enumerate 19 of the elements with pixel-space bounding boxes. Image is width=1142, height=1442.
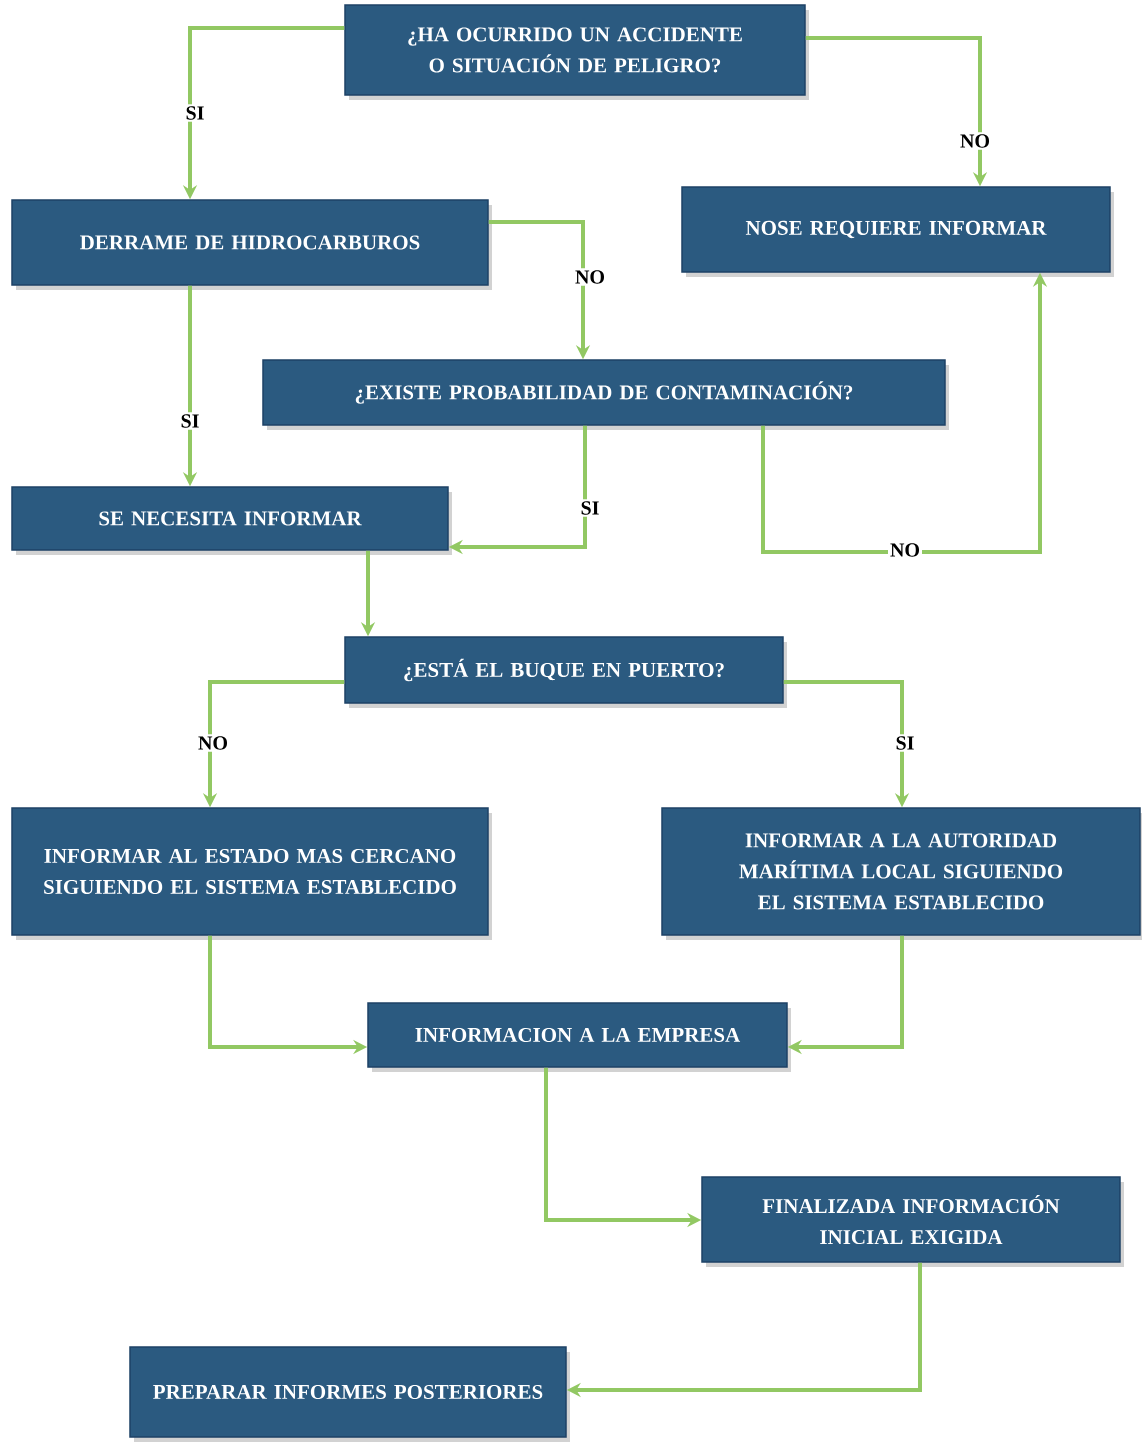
edge-label: SI xyxy=(893,734,917,752)
flowchart-box: PREPARAR INFORMES POSTERIORES xyxy=(129,1346,570,1442)
flowchart-box: ¿EXISTE PROBABILIDAD DE CONTAMINACIÓN? xyxy=(262,359,949,430)
edge-label: NO xyxy=(196,734,230,752)
flowchart-box: INFORMAR AL ESTADO MAS CERCANO SIGUIENDO EL SISTEMA ESTABLECIDO xyxy=(11,807,492,940)
flowchart-box: INFORMAR A LA AUTORIDAD MARÍTIMA LOCAL SIGUIENDO EL SISTEMA ESTABLECIDO xyxy=(661,807,1142,940)
edge-label: NO xyxy=(573,268,607,286)
flowchart-box: ¿HA OCURRIDO UN ACCIDENTE O SITUACIÓN DE PELIGRO? xyxy=(344,4,809,100)
flowchart-box: SE NECESITA INFORMAR xyxy=(11,486,452,555)
flowchart-box: FINALIZADA INFORMACIÓN INICIAL EXIGIDA xyxy=(701,1176,1124,1267)
flowchart-box: DERRAME DE HIDROCARBUROS xyxy=(11,199,492,290)
flowchart-box: INFORMACION A LA EMPRESA xyxy=(367,1002,791,1072)
edge-label: SI xyxy=(183,104,207,122)
flowchart-box: NOSE REQUIERE INFORMAR xyxy=(681,186,1114,277)
edge-label: SI xyxy=(178,412,202,430)
flowchart-box: ¿ESTÁ EL BUQUE EN PUERTO? xyxy=(344,636,787,708)
edge-label: SI xyxy=(578,499,602,517)
edge-label: NO xyxy=(958,132,992,150)
edge-label: NO xyxy=(888,541,922,559)
